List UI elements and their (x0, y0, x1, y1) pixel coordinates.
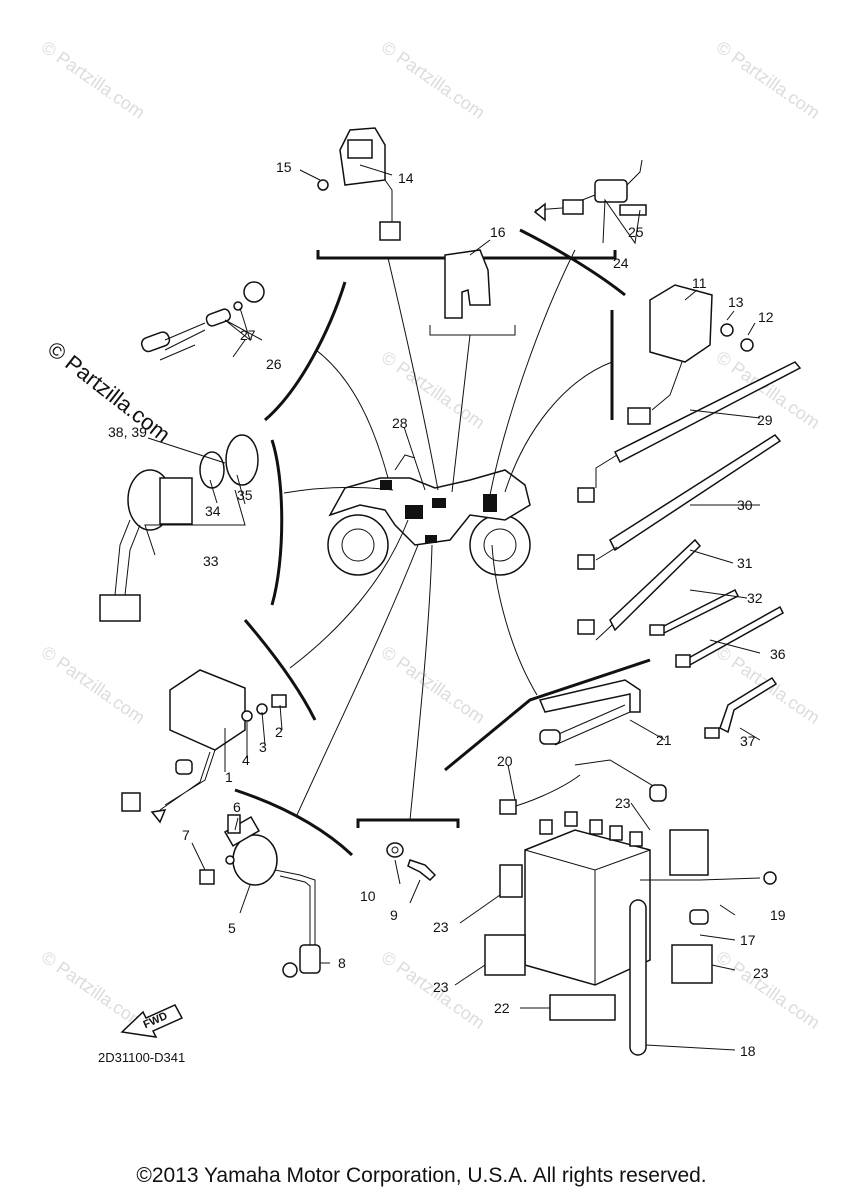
callout-6: 6 (233, 799, 241, 815)
callout-25: 25 (628, 224, 644, 240)
ignition-coil (199, 814, 321, 978)
callout-8: 8 (338, 955, 346, 971)
battery (484, 679, 777, 1056)
callout-4: 4 (242, 752, 250, 768)
callout-labels: 1 2 3 4 5 6 7 8 9 10 11 12 13 14 15 16 1… (108, 159, 786, 1059)
watermark: © Partzilla.com (38, 37, 149, 123)
watermark: © Partzilla.com (713, 37, 824, 123)
callout-35: 35 (237, 487, 253, 503)
watermark: © Partzilla.com (38, 947, 149, 1033)
callout-26: 26 (266, 356, 282, 372)
callout-19: 19 (770, 907, 786, 923)
callout-13: 13 (728, 294, 744, 310)
starter-relay (317, 127, 401, 241)
callout-33: 33 (203, 553, 219, 569)
callout-15: 15 (276, 159, 292, 175)
callout-5: 5 (228, 920, 236, 936)
main-switch (99, 434, 259, 622)
callout-17: 17 (740, 932, 756, 948)
callout-32: 32 (747, 590, 763, 606)
copyright-notice: ©2013 Yamaha Motor Corporation, U.S.A. A… (136, 1164, 707, 1187)
leader-curves (234, 228, 651, 857)
watermark: © Partzilla.com (713, 947, 824, 1033)
callout-22: 22 (494, 1000, 510, 1016)
watermark: © Partzilla.com (38, 642, 149, 728)
cdi-unit (121, 669, 287, 824)
callout-23: 23 (433, 979, 449, 995)
callout-7: 7 (182, 827, 190, 843)
callout-27: 27 (240, 327, 256, 343)
callout-16: 16 (490, 224, 506, 240)
fuse-holder (533, 159, 647, 222)
callout-12: 12 (758, 309, 774, 325)
relay-cover (444, 249, 491, 319)
neutral-switch (386, 842, 437, 882)
callout-38-39: 38, 39 (108, 424, 147, 440)
callout-9: 9 (390, 907, 398, 923)
callout-23: 23 (615, 795, 631, 811)
callout-28: 28 (392, 415, 408, 431)
callout-31: 31 (737, 555, 753, 571)
callout-20: 20 (497, 753, 513, 769)
callout-10: 10 (360, 888, 376, 904)
callout-18: 18 (740, 1043, 756, 1059)
watermark: © Partzilla.com (378, 642, 489, 728)
callout-30: 30 (737, 497, 753, 513)
callout-1: 1 (225, 769, 233, 785)
callout-14: 14 (398, 170, 414, 186)
callout-11: 11 (692, 275, 707, 291)
callout-leaders (144, 164, 761, 1051)
callout-36: 36 (770, 646, 786, 662)
callout-37: 37 (740, 733, 756, 749)
callout-2: 2 (275, 724, 283, 740)
callout-3: 3 (259, 739, 267, 755)
callout-23: 23 (753, 965, 769, 981)
callout-24: 24 (613, 255, 629, 271)
watermark: © Partzilla.com (378, 37, 489, 123)
atv-illustration (327, 454, 531, 576)
callout-21: 21 (656, 732, 672, 748)
callout-29: 29 (757, 412, 773, 428)
callout-23: 23 (433, 919, 449, 935)
sub-harness (140, 281, 265, 361)
rectifier-regulator (627, 284, 754, 425)
callout-34: 34 (205, 503, 221, 519)
diagram-code: 2D31100-D341 (98, 1050, 185, 1065)
